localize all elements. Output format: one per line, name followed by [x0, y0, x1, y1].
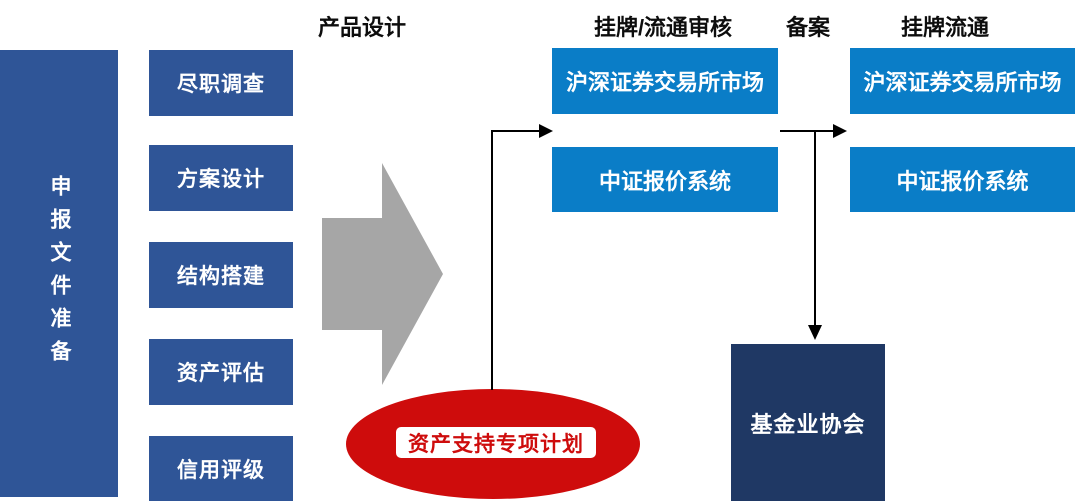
- step-box-plan-design: 方案设计: [149, 145, 293, 211]
- preparation-panel: 申报文件准备: [0, 50, 118, 497]
- special-plan-ellipse: 资产支持专项计划: [346, 389, 640, 499]
- plan-to-review-connector: [491, 130, 540, 390]
- review-exchange-market-box: 沪深证券交易所市场: [552, 48, 778, 114]
- stage-header-listing-review: 挂牌/流通审核: [593, 15, 733, 40]
- stage-header-product-design: 产品设计: [317, 15, 407, 40]
- right-block-arrow-icon: [322, 163, 443, 385]
- listing-quotation-system-box: 中证报价系统: [850, 147, 1075, 212]
- fund-association-box: 基金业协会: [731, 344, 885, 501]
- stage-header-listing-circulation: 挂牌流通: [900, 15, 990, 40]
- filing-drop-arrowhead-icon: [808, 325, 822, 340]
- plan-to-review-arrowhead-icon: [539, 124, 553, 138]
- review-quotation-system-box: 中证报价系统: [552, 147, 778, 212]
- listing-exchange-market-box: 沪深证券交易所市场: [850, 48, 1075, 114]
- special-plan-label: 资产支持专项计划: [396, 427, 596, 458]
- step-box-structure-build: 结构搭建: [149, 242, 293, 308]
- preparation-panel-label: 申报文件准备: [48, 174, 71, 373]
- stage-header-filing: 备案: [785, 15, 831, 40]
- step-box-credit-rating: 信用评级: [149, 436, 293, 501]
- review-to-listing-arrowhead-icon: [833, 124, 847, 138]
- step-box-due-diligence: 尽职调查: [149, 50, 293, 116]
- step-box-asset-valuation: 资产评估: [149, 339, 293, 405]
